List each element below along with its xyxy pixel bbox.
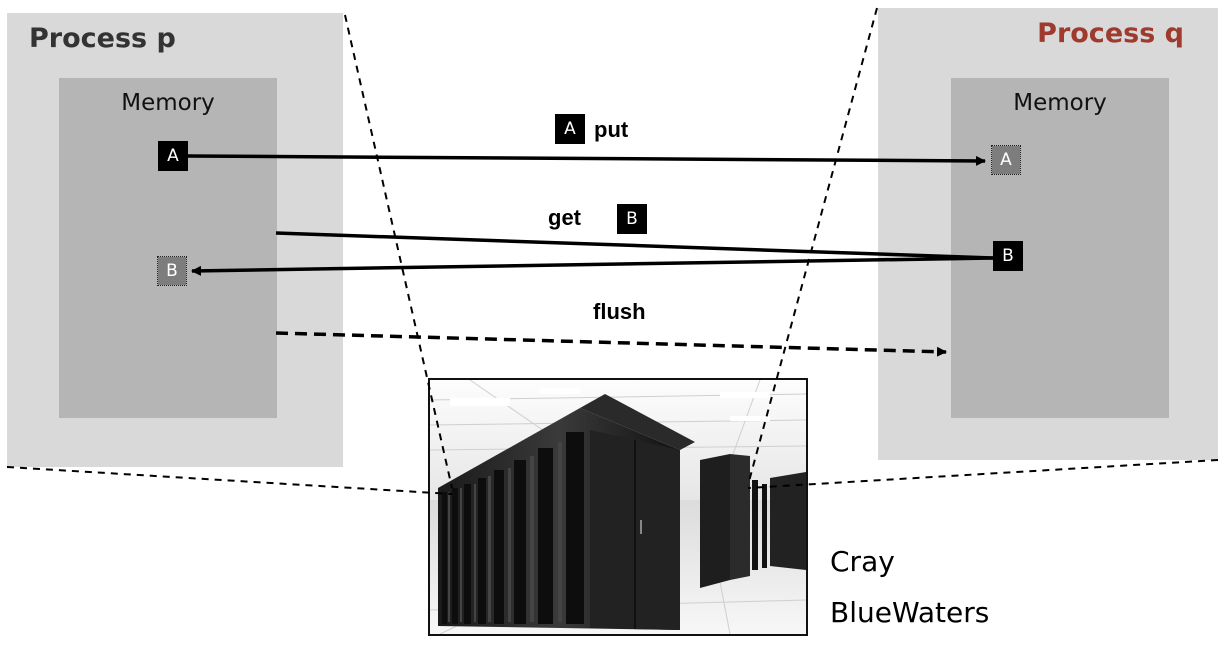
process-p-memory-label: Memory [121, 90, 215, 116]
data-a-source: A [158, 141, 188, 171]
get-label-box: B [617, 204, 647, 234]
caption-line-2: BlueWaters [830, 596, 990, 629]
get-label: get [548, 205, 581, 230]
put-label: put [594, 117, 629, 142]
process-p-title: Process p [29, 23, 176, 54]
process-q-memory-label: Memory [1013, 90, 1107, 116]
process-p-memory: Memory [59, 78, 277, 418]
data-b-copy: B [157, 256, 187, 286]
data-a-copy: A [991, 145, 1021, 175]
put-label-box: A [555, 114, 585, 144]
data-b-source: B [993, 241, 1023, 271]
process-q-memory: Memory [951, 78, 1169, 418]
projection-line-q-bottom [747, 459, 1219, 489]
caption-line-1: Cray [830, 545, 895, 578]
flush-label: flush [593, 299, 646, 324]
flush-arrow [275, 331, 947, 357]
server-racks-illustration [430, 380, 806, 634]
process-q-panel: Process q Memory [878, 8, 1218, 460]
supercomputer-photo [428, 378, 808, 636]
process-p-panel: Process p Memory [7, 13, 343, 467]
projection-line-p-bottom [6, 466, 453, 495]
process-q-title: Process q [1037, 18, 1184, 49]
